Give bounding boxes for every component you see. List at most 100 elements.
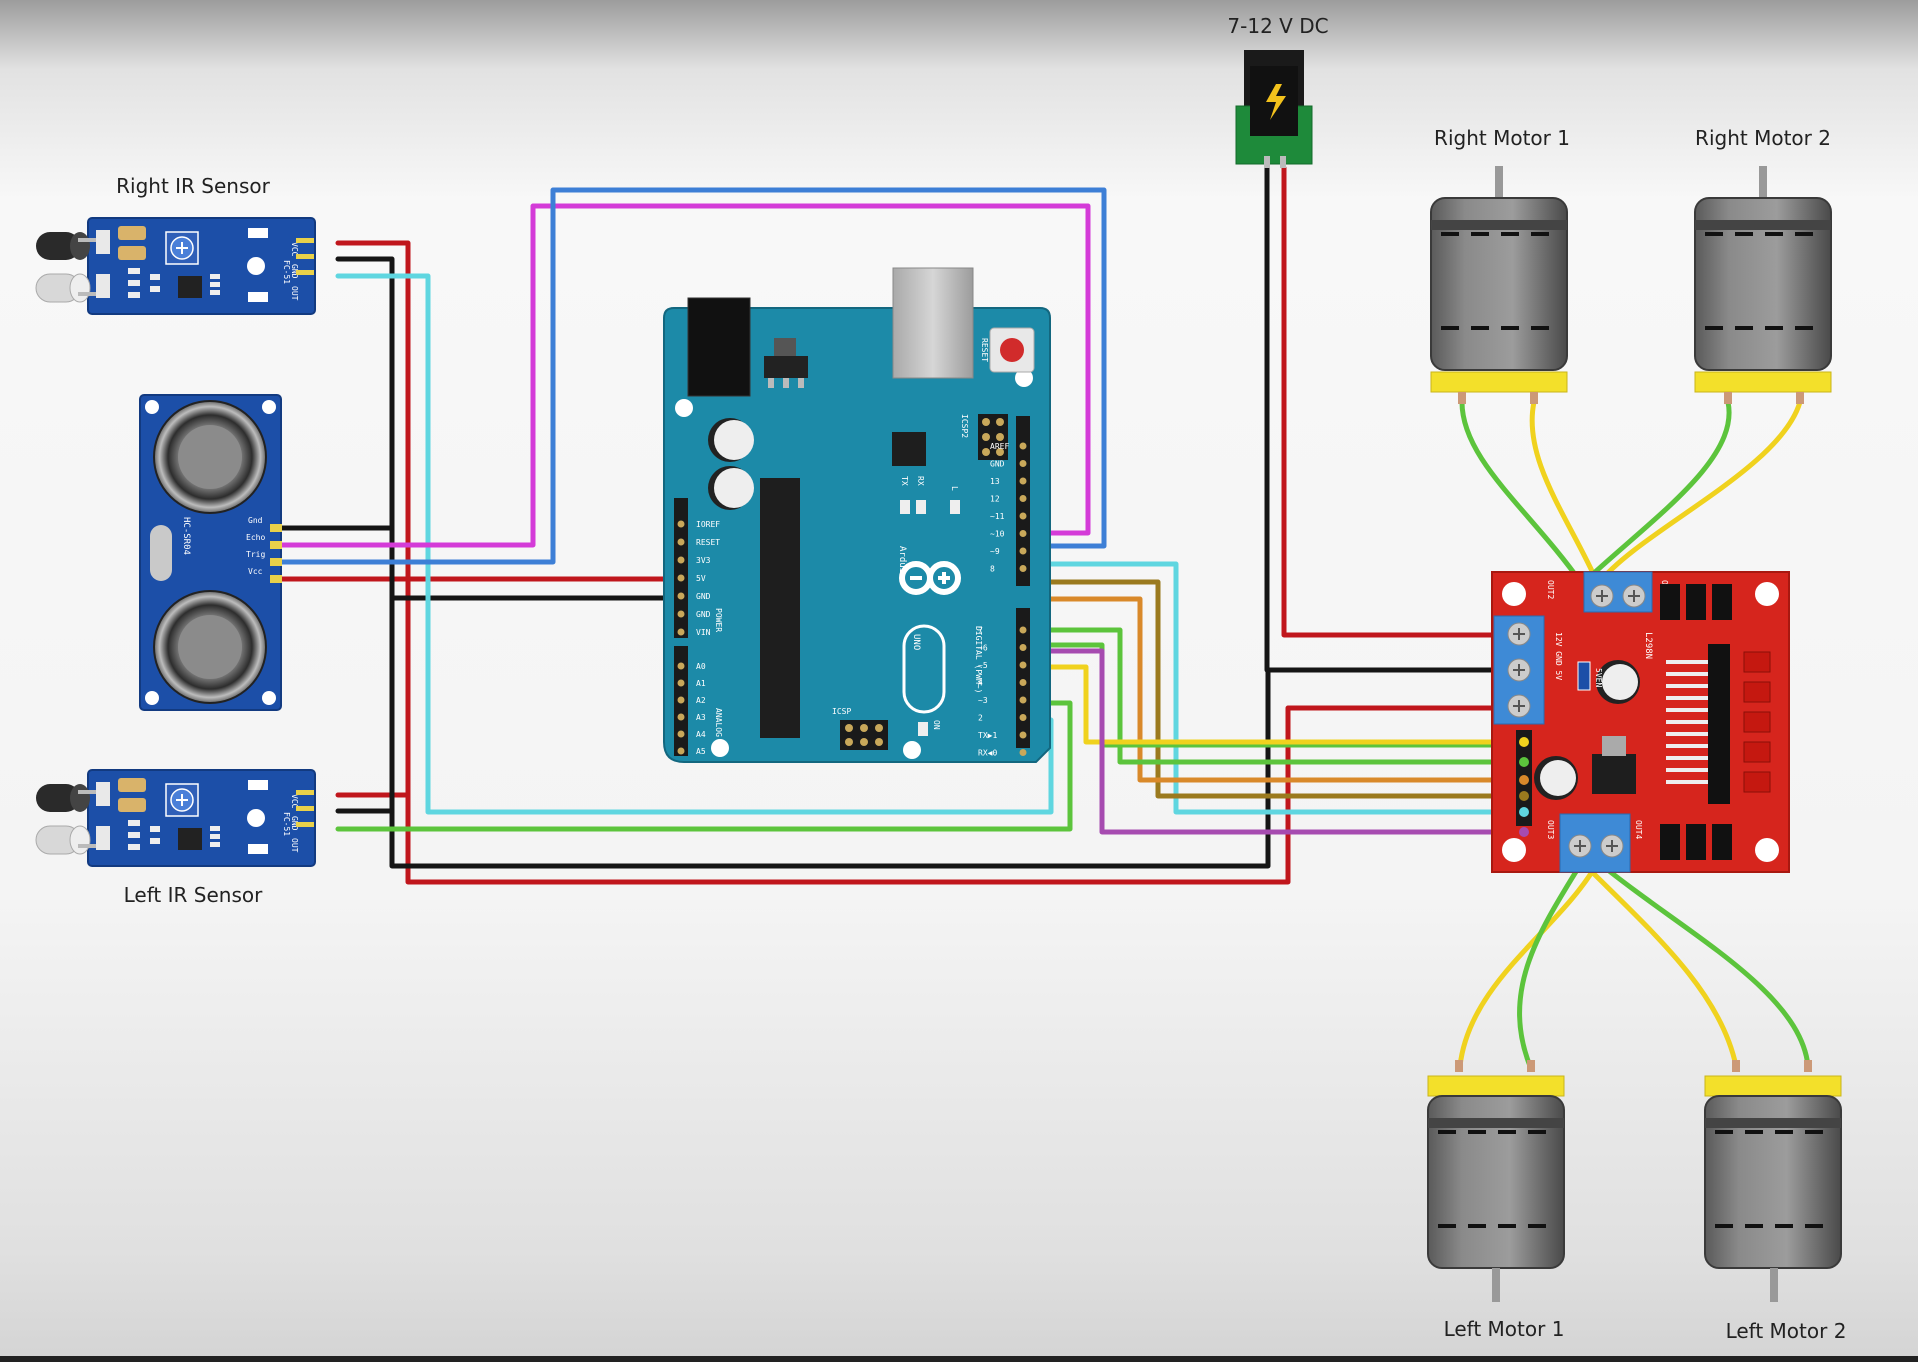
arduino-analog-pin: [677, 713, 685, 721]
arduino-power-pin: [677, 574, 685, 582]
left-motor-1: [1426, 1060, 1566, 1302]
arduino-digital-pin-label: 4: [978, 679, 983, 688]
wire-green-d7: [1015, 627, 1523, 765]
wire-rm1-yellow: [1529, 399, 1601, 587]
right-motor-1-label: Right Motor 1: [1434, 126, 1570, 150]
wire-rm1-green: [1459, 399, 1585, 587]
arduino-analog-pin-label: A5: [696, 747, 706, 756]
left-motor-2-label: Left Motor 2: [1726, 1319, 1847, 1343]
l298n-driver: OUT2 OUT1 OUT3 OUT4 12V GND 5V L298N: [1491, 571, 1790, 873]
on-label: ON: [932, 720, 941, 730]
arduino-digital-pin: [1019, 626, 1027, 634]
arduino-digital-pin-label: RX◀0: [978, 749, 997, 758]
arduino-analog-pin: [677, 679, 685, 687]
wire-dc-red: [1281, 165, 1501, 638]
5ven-label: 5VEN: [1594, 668, 1603, 687]
arduino-digital-pin-label: ~10: [990, 530, 1005, 539]
arduino-digital-pin-label: ~5: [978, 661, 988, 670]
arduino-digital-pin-label: 8: [990, 565, 995, 574]
ultrasonic-leads: [282, 525, 312, 582]
rx-label: RX: [916, 476, 925, 486]
arduino-digital-pin-label: ~6: [978, 644, 988, 653]
arduino-power-pin: [677, 628, 685, 636]
arduino-power-pin: [677, 592, 685, 600]
dc-power-jack: [1235, 50, 1313, 168]
uno-label: UNO: [911, 634, 921, 650]
left-ir-sensor: [35, 769, 316, 867]
reset-label: RESET: [980, 338, 989, 362]
arduino-analog-pin: [677, 662, 685, 670]
arduino-power-pin: [677, 538, 685, 546]
icsp2-label: ICSP2: [960, 414, 969, 438]
arduino-power-pin-label: GND: [696, 592, 711, 601]
arduino-analog-pin: [677, 730, 685, 738]
arduino-power-pin-label: GND: [696, 610, 711, 619]
arduino-digital-pin: [1019, 696, 1027, 704]
arduino-digital-pin: [1019, 679, 1027, 686]
arduino-brand: Arduino: [897, 546, 907, 584]
arduino-digital-pin-label: GND: [990, 460, 1005, 469]
arduino-digital-pin: [1019, 731, 1027, 739]
wire-lm2-yellow: [1579, 859, 1739, 1069]
arduino-power-pin-label: RESET: [696, 538, 720, 547]
wire-magenta-echo: [297, 203, 1091, 548]
left-motor-1-label: Left Motor 1: [1444, 1317, 1565, 1341]
left-ir-label: Left IR Sensor: [124, 883, 263, 907]
right-motor-2: [1693, 166, 1833, 404]
arduino-digital-pin: [1019, 714, 1027, 721]
arduino-digital-pin-label: 12: [990, 495, 1000, 504]
right-ir-sensor: [35, 217, 316, 315]
arduino-digital-pin-label: ~11: [990, 512, 1005, 521]
arduino-power-pin-label: 5V: [696, 574, 706, 583]
wire-cyan-d10: [1015, 561, 1523, 815]
out2-label: OUT2: [1546, 580, 1555, 599]
wire-purple-d4: [1015, 648, 1523, 835]
arduino-digital-pin: [1019, 512, 1027, 520]
wire-blue-trig: [297, 187, 1107, 565]
wire-lm2-green: [1595, 859, 1811, 1069]
arduino-digital-pin-label: 2: [978, 714, 983, 723]
l298n-header-pins: [1519, 737, 1529, 837]
lightning-icon: [1266, 84, 1286, 120]
arduino-power-pin-label: VIN: [696, 628, 711, 637]
wire-orange-d8: [1015, 596, 1523, 783]
right-motor-1: [1429, 166, 1569, 404]
left-motor-2: [1703, 1060, 1843, 1302]
arduino-digital-pin: [1019, 495, 1027, 502]
bottom-edge-bar: [0, 1356, 1918, 1362]
digital-header-label: DIGITAL (PWM~): [974, 626, 983, 693]
right-motor-2-label: Right Motor 2: [1695, 126, 1831, 150]
ultrasonic-model: HC-SR04: [181, 517, 191, 555]
wire-yellow-d5: [1015, 664, 1523, 745]
arduino-digital-pin-label: 13: [990, 477, 1000, 486]
arduino-digital-pin: [1019, 442, 1027, 450]
wire-brown-d9: [1015, 579, 1523, 799]
arduino-digital-pin-label: ~9: [990, 547, 1000, 556]
analog-header-label: ANALOG IN: [714, 708, 723, 752]
us-pin-echo: Echo: [246, 533, 265, 542]
ultrasonic-sensor: HC-SR04 Gnd Echo Trig Vcc: [139, 394, 282, 711]
wire-rm2-yellow: [1595, 399, 1803, 587]
arduino-analog-pin-label: A0: [696, 662, 706, 671]
arduino-analog-pin-label: A3: [696, 713, 706, 722]
arduino-digital-pin: [1019, 644, 1027, 651]
arduino-analog-pin: [677, 696, 685, 704]
arduino-digital-pin-label: 7: [978, 626, 983, 635]
arduino-digital-pin-label: TX▶1: [978, 731, 997, 740]
driver-model: L298N: [1643, 632, 1653, 659]
wire-red-5v: [335, 240, 1501, 885]
arduino-power-pin: [677, 556, 685, 564]
arduino-digital-pin-label: ~3: [978, 696, 988, 705]
right-ir-label: Right IR Sensor: [116, 174, 271, 198]
us-pin-gnd: Gnd: [248, 516, 263, 525]
arduino-analog-pin-label: A2: [696, 696, 706, 705]
arduino-logo-icon: [899, 561, 961, 595]
arduino-power-pin-label: 3V3: [696, 556, 711, 565]
wire-black-gnd-us: [297, 525, 686, 601]
wire-rm2-green: [1579, 399, 1732, 587]
wires: [297, 165, 1811, 1069]
wire-lm1-yellow: [1457, 859, 1601, 1069]
arduino-digital-pin: [1019, 565, 1027, 572]
out3-label: OUT3: [1546, 820, 1555, 839]
